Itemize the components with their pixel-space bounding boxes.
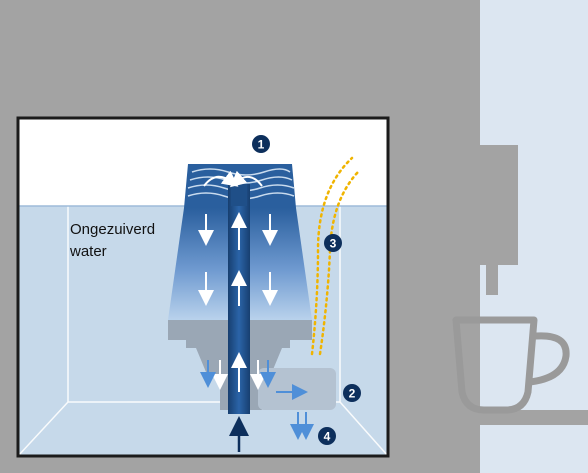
untreated-water-label-line1: Ongezuiverd — [70, 221, 155, 238]
callout-badge-2: 2 — [343, 384, 361, 402]
callout-number: 3 — [330, 237, 337, 251]
callout-badge-3: 3 — [324, 234, 342, 252]
callout-number: 4 — [324, 430, 331, 444]
callout-number: 1 — [258, 138, 265, 152]
untreated-water-label-line2: water — [69, 243, 107, 260]
callout-badge-1: 1 — [252, 135, 270, 153]
callout-badge-4: 4 — [318, 427, 336, 445]
callout-number: 2 — [349, 387, 356, 401]
